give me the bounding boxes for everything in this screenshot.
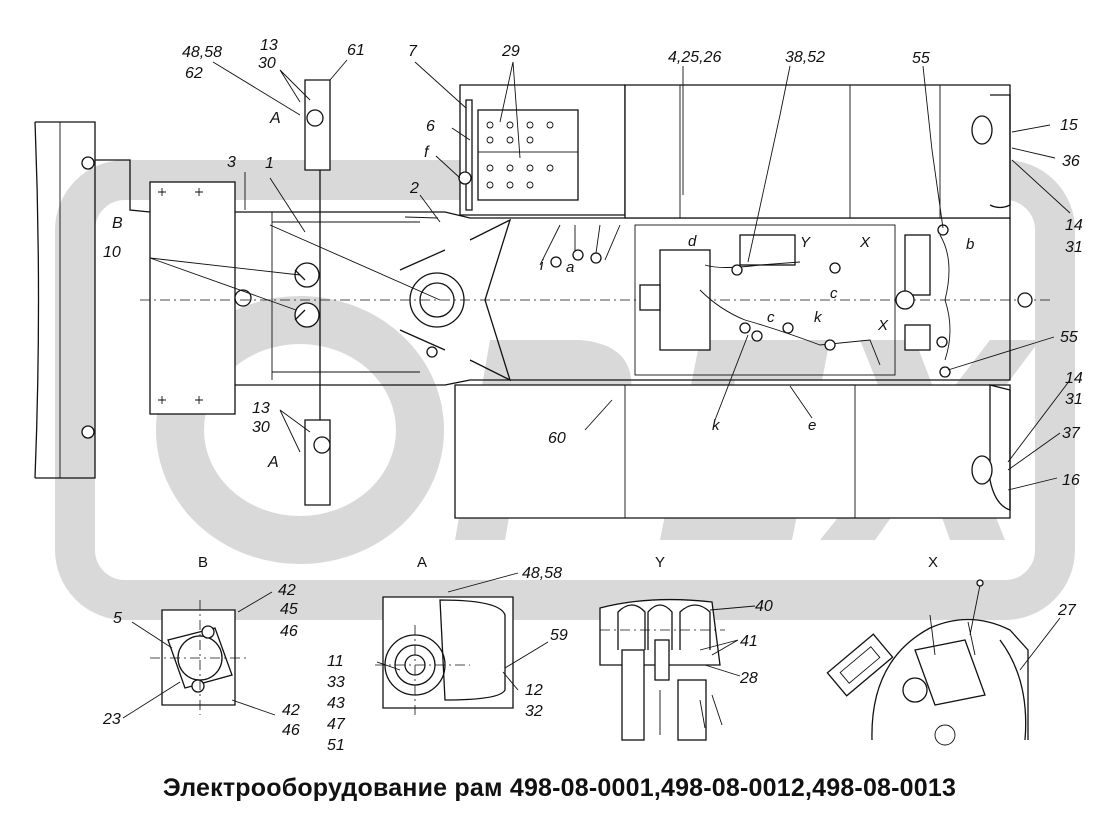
view-B-label-42-top: 42 xyxy=(278,582,296,599)
callout-i: i xyxy=(540,257,544,274)
callout-c-2: c xyxy=(767,309,775,326)
callout-a: a xyxy=(566,259,574,276)
view-B-label-46-bot: 46 xyxy=(282,722,300,739)
view-A-label-51: 51 xyxy=(327,737,345,754)
detail-view-Y: Y 40 41 28 xyxy=(599,554,773,741)
callout-55-mid: 55 xyxy=(1060,329,1078,346)
detail-view-X: X 27 xyxy=(826,554,1077,746)
view-B-label-23: 23 xyxy=(102,711,121,728)
callout-31-bot: 31 xyxy=(1065,391,1083,408)
view-Y-title: Y xyxy=(655,554,665,571)
view-A-label-11: 11 xyxy=(327,653,344,670)
callout-d: d xyxy=(688,233,697,250)
callout-16: 16 xyxy=(1062,472,1080,489)
callout-30-bot: 30 xyxy=(252,419,270,436)
callout-2: 2 xyxy=(409,180,419,197)
view-B-label-5: 5 xyxy=(113,610,122,627)
callout-e: e xyxy=(808,417,816,434)
callout-k-1: k xyxy=(814,309,823,326)
view-A-label-32: 32 xyxy=(525,703,543,720)
callout-A-top: A xyxy=(269,110,281,127)
callout-14-top: 14 xyxy=(1065,217,1083,234)
view-Y-label-40: 40 xyxy=(755,598,773,615)
callout-7: 7 xyxy=(408,43,418,60)
detail-view-B: B 42 45 46 5 23 42 46 xyxy=(102,554,300,739)
view-A-label-12: 12 xyxy=(525,682,543,699)
callout-b: b xyxy=(966,236,974,253)
view-B-label-42-bot: 42 xyxy=(282,702,300,719)
callout-37: 37 xyxy=(1062,425,1081,442)
callout-6: 6 xyxy=(426,118,435,135)
view-B-label-45: 45 xyxy=(280,601,298,618)
view-A-label-43: 43 xyxy=(327,695,345,712)
callout-Y: Y xyxy=(800,234,811,251)
view-Y-label-28: 28 xyxy=(739,670,758,687)
callout-1: 1 xyxy=(265,155,274,172)
callout-14-bot: 14 xyxy=(1065,370,1083,387)
view-X-label-27: 27 xyxy=(1057,602,1077,619)
callout-13-top: 13 xyxy=(260,37,278,54)
leader-lines xyxy=(149,59,1071,491)
callout-15: 15 xyxy=(1060,117,1078,134)
callout-3: 3 xyxy=(227,154,236,171)
callout-f: f xyxy=(424,144,430,161)
main-frame xyxy=(140,79,1050,519)
callout-30-top: 30 xyxy=(258,55,276,72)
detail-view-A: A 48,58 59 11 33 43 47 51 12 32 xyxy=(327,554,568,754)
callout-c-1: c xyxy=(830,285,838,302)
view-B-label-46-top: 46 xyxy=(280,623,298,640)
drawing-caption: Электрооборудование рам 498-08-0001,498-… xyxy=(162,774,957,802)
view-X-title: X xyxy=(928,554,938,571)
callout-B: B xyxy=(112,215,123,232)
callout-labels: 48,58 62 13 30 61 7 29 4,25,26 38,52 55 … xyxy=(103,37,1083,489)
callout-61: 61 xyxy=(347,42,365,59)
callout-62: 62 xyxy=(185,65,203,82)
callout-X-mid: X xyxy=(877,317,889,334)
callout-A-bot: A xyxy=(267,454,279,471)
view-A-label-47: 47 xyxy=(327,716,346,733)
view-A-title: A xyxy=(417,554,427,571)
view-A-label-48-58: 48,58 xyxy=(522,565,562,582)
callout-k-2: k xyxy=(712,417,721,434)
left-end-panel xyxy=(34,121,151,479)
callout-X-top: X xyxy=(859,234,871,251)
callout-13-bot: 13 xyxy=(252,400,270,417)
callout-48-58-top: 48,58 xyxy=(182,44,222,61)
callout-4-25-26: 4,25,26 xyxy=(668,49,721,66)
view-A-label-59: 59 xyxy=(550,627,568,644)
callout-10: 10 xyxy=(103,244,121,261)
callout-38-52: 38,52 xyxy=(785,49,825,66)
view-B-title: B xyxy=(198,554,208,571)
view-A-label-33: 33 xyxy=(327,674,345,691)
callout-31-top: 31 xyxy=(1065,239,1083,256)
callout-55-top: 55 xyxy=(912,50,930,67)
callout-60: 60 xyxy=(548,430,566,447)
callout-29: 29 xyxy=(501,43,520,60)
callout-36: 36 xyxy=(1062,153,1080,170)
view-Y-label-41: 41 xyxy=(740,633,758,650)
